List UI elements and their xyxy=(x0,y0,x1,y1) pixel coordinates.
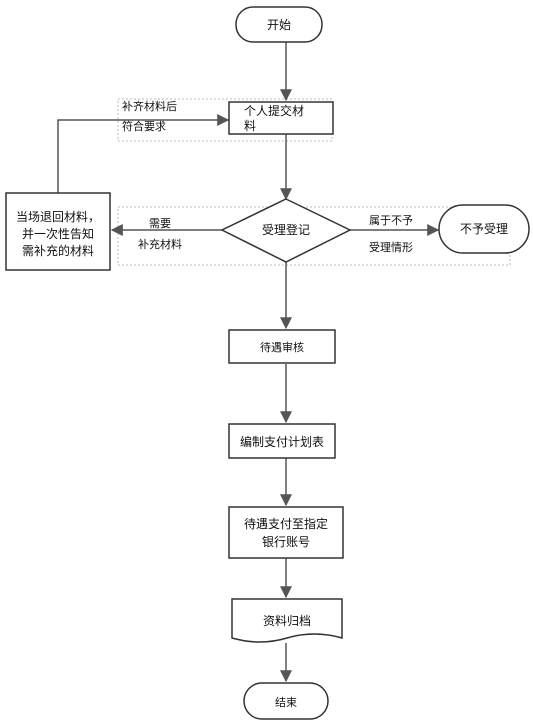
node-archive: 资料归档 xyxy=(231,598,343,643)
arrow-return-to-submit xyxy=(57,114,230,193)
svg-text:受理登记: 受理登记 xyxy=(262,222,310,237)
svg-text:编制支付计划表: 编制支付计划表 xyxy=(240,434,324,449)
svg-text:开始: 开始 xyxy=(267,18,291,32)
node-compile-plan: 编制支付计划表 xyxy=(228,423,336,459)
label-reject-1: 属于不予 xyxy=(369,214,413,227)
node-submit-materials: 个人提交材 料 xyxy=(228,101,334,135)
svg-text:待遇审核: 待遇审核 xyxy=(260,340,304,354)
label-reject-2: 受理情形 xyxy=(369,241,413,254)
node-start: 开始 xyxy=(235,6,323,43)
svg-text:不予受理: 不予受理 xyxy=(460,222,508,236)
node-return-materials: 当场退回材料， 并一次性告知 需补充的材料 xyxy=(5,192,111,271)
label-need-1: 需要 xyxy=(149,217,171,230)
svg-text:银行账号: 银行账号 xyxy=(262,535,310,549)
svg-text:料: 料 xyxy=(244,119,256,133)
svg-text:待遇支付至指定: 待遇支付至指定 xyxy=(244,516,328,531)
svg-text:当场退回材料，: 当场退回材料， xyxy=(16,210,100,224)
node-not-accept: 不予受理 xyxy=(438,204,530,254)
svg-text:并一次性告知: 并一次性告知 xyxy=(22,227,94,241)
node-register-decision: 受理登记 xyxy=(220,198,352,263)
label-need-2: 补充材料 xyxy=(138,237,182,251)
svg-text:资料归档: 资料归档 xyxy=(263,614,311,628)
svg-text:个人提交材: 个人提交材 xyxy=(244,103,304,118)
node-end: 结束 xyxy=(243,682,329,720)
svg-text:需补充的材料: 需补充的材料 xyxy=(22,243,94,258)
node-pending-review: 待遇审核 xyxy=(228,329,336,364)
node-payment: 待遇支付至指定 银行账号 xyxy=(228,506,344,559)
svg-text:结束: 结束 xyxy=(275,696,297,709)
label-resubmit-1: 补齐材料后 xyxy=(122,99,177,113)
label-resubmit-2: 符合要求 xyxy=(122,119,166,133)
